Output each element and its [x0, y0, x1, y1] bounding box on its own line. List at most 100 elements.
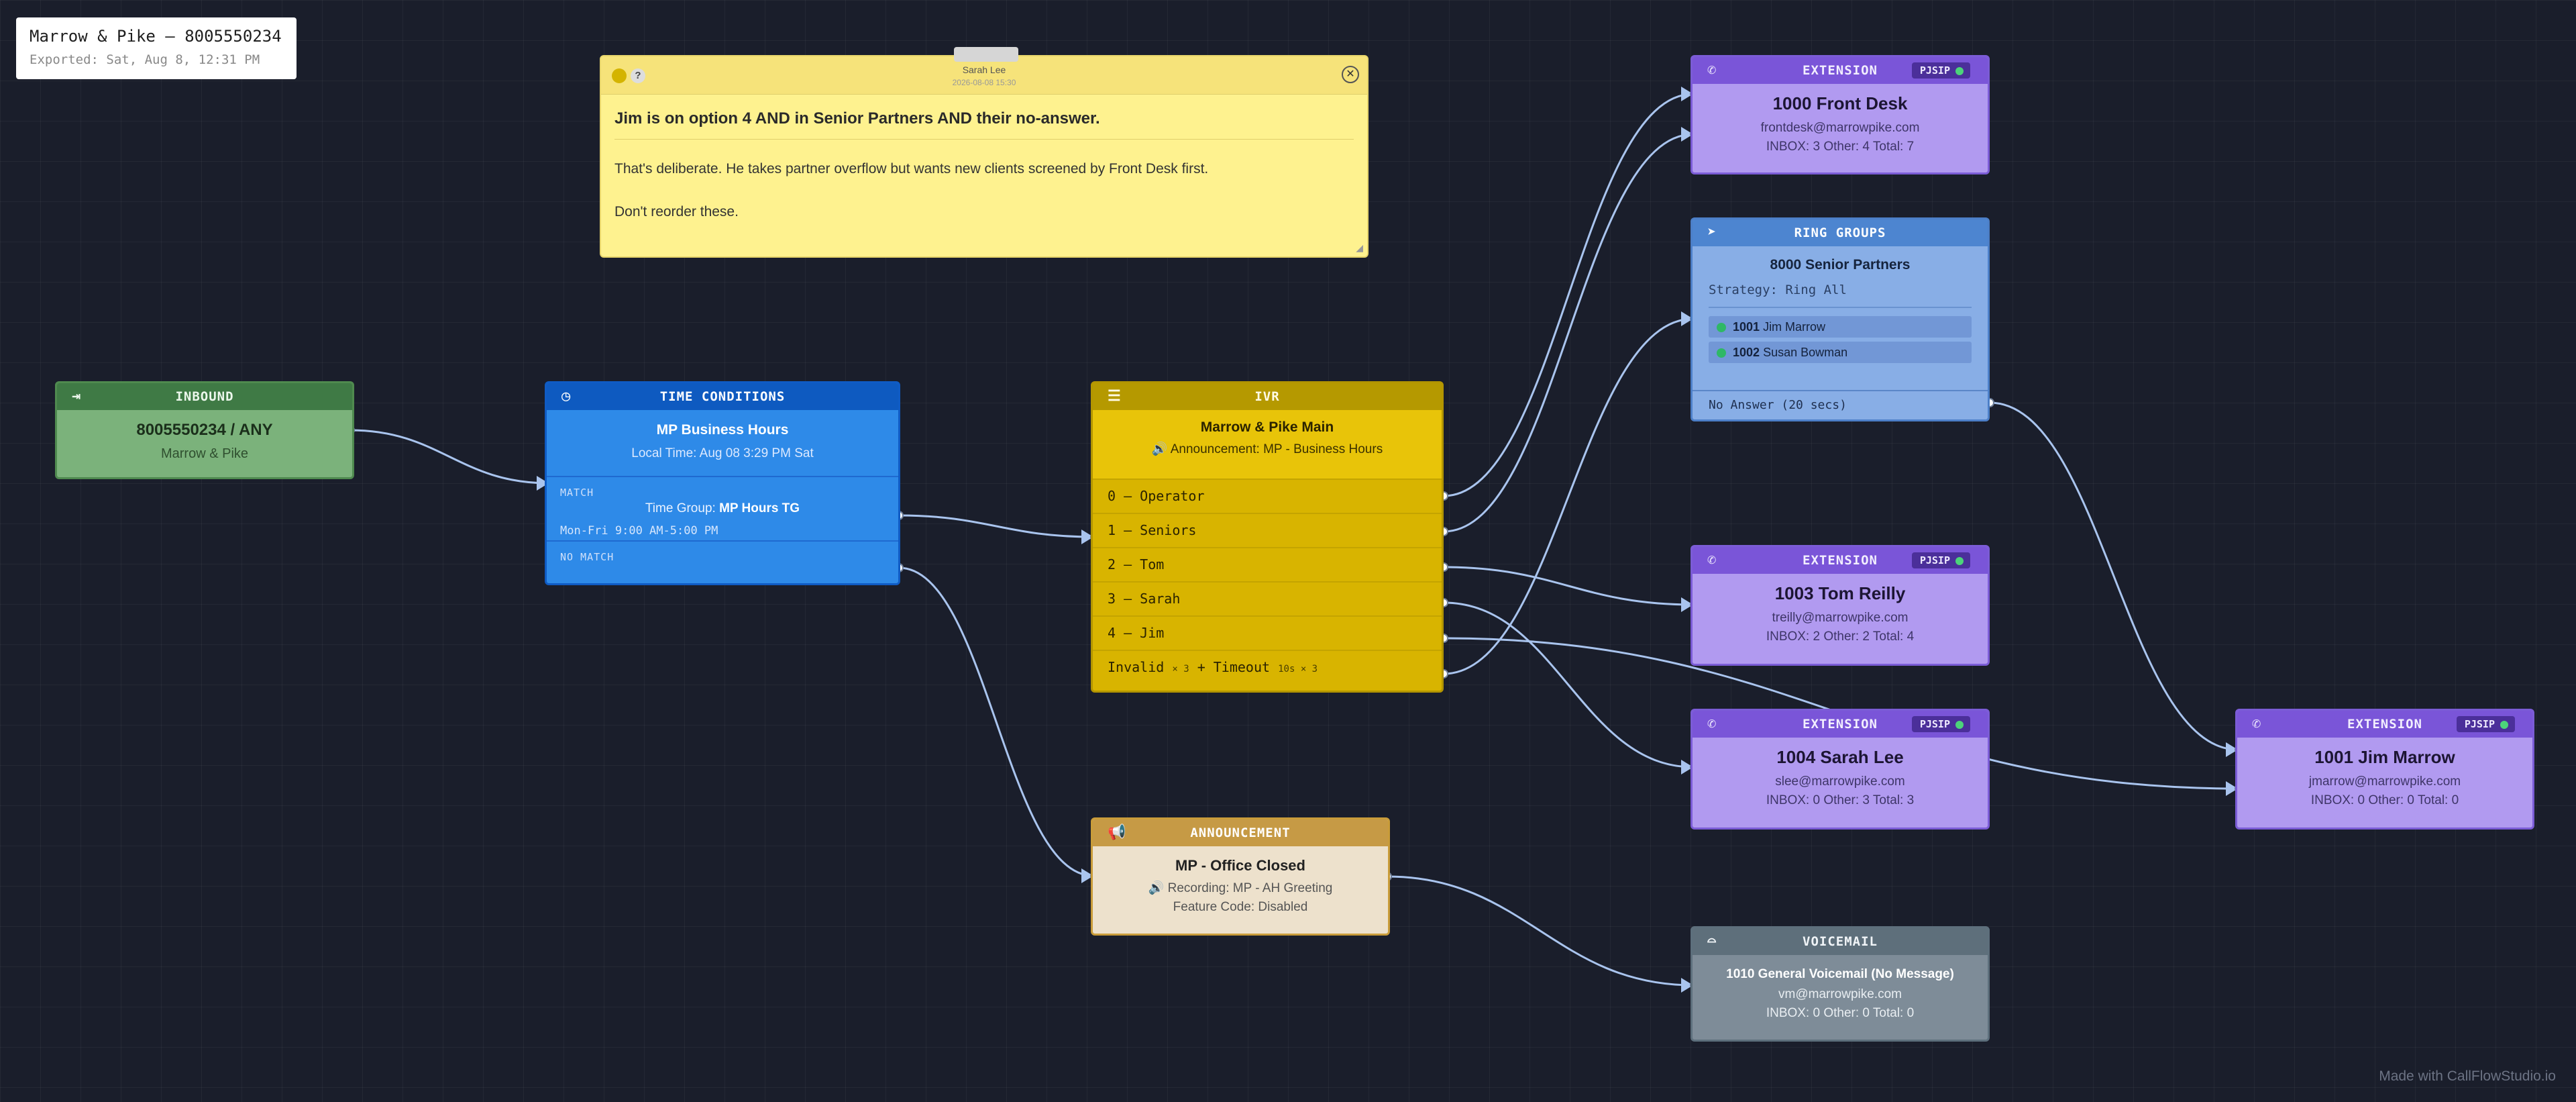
node-type-label: ANNOUNCEMENT: [1190, 825, 1291, 840]
time-group: Time Group: MP Hours TG: [645, 501, 800, 515]
ring-member: 1002 Susan Bowman: [1709, 342, 1972, 363]
no-answer-destination[interactable]: No Answer (20 secs): [1693, 390, 1988, 419]
status-dot: [1955, 556, 1964, 565]
note-date: 2026-08-08 15:30: [952, 78, 1016, 87]
node-type-label: TIME CONDITIONS: [659, 389, 786, 404]
ivr-option[interactable]: 3 — Sarah: [1093, 581, 1442, 615]
ring-group-node[interactable]: ➤ RING GROUPS 8000 Senior Partners Strat…: [1690, 217, 1990, 421]
business-hours: Mon-Fri 9:00 AM-5:00 PM: [560, 524, 718, 538]
voicemail-node[interactable]: ⌓ VOICEMAIL 1010 General Voicemail (No M…: [1690, 926, 1990, 1042]
note-heading: Jim is on option 4 AND in Senior Partner…: [614, 109, 1354, 140]
pjsip-badge: PJSIP: [1911, 716, 1970, 732]
voicemail-email: vm@marrowpike.com: [1778, 987, 1902, 1001]
sticky-note[interactable]: ? Sarah Lee 2026-08-08 15:30 ✕ Jim is on…: [600, 47, 1368, 258]
opt2-to-1003-wire: [1443, 566, 1694, 606]
announcement-node[interactable]: 📢 ANNOUNCEMENT MP - Office Closed 🔊 Reco…: [1091, 817, 1390, 936]
ivr-option[interactable]: 4 — Jim: [1093, 615, 1442, 650]
feature-code: Feature Code: Disabled: [1173, 900, 1308, 914]
match-label: MATCH: [560, 487, 594, 499]
node-type-label: EXTENSION: [2347, 717, 2422, 732]
ivr-announcement: 🔊 Announcement: MP - Business Hours: [1151, 442, 1383, 456]
inbound-to-timecond-wire: [350, 429, 549, 485]
megaphone-icon: 📢: [1108, 824, 1126, 841]
ivr-node[interactable]: ☰ IVR Marrow & Pike Main 🔊 Announcement:…: [1091, 381, 1444, 693]
made-with-credit[interactable]: Made with CallFlowStudio.io: [2379, 1068, 2556, 1084]
opt3-to-1004-wire: [1443, 601, 1694, 768]
node-header: ⇥ INBOUND: [57, 383, 352, 410]
pjsip-badge: PJSIP: [1911, 552, 1970, 568]
time-condition-name: MP Business Hours: [656, 422, 789, 438]
opt3-to-1004-arrowhead: [1681, 760, 1693, 774]
node-header: ◷ TIME CONDITIONS: [547, 383, 898, 410]
node-header: ☰ IVR: [1093, 383, 1442, 410]
opt1-to-ringgroup-arrowhead: [1681, 127, 1693, 142]
node-header: ➤ RING GROUPS: [1693, 219, 1988, 246]
node-type-label: EXTENSION: [1803, 63, 1878, 78]
mailbox-stats: INBOX: 0 Other: 0 Total: 0: [2310, 793, 2459, 807]
help-icon[interactable]: ?: [631, 68, 645, 83]
noanswer-to-1001-arrowhead: [2226, 742, 2238, 757]
phone-icon: ✆: [1707, 552, 1717, 568]
node-header: ✆ EXTENSION PJSIP: [1693, 711, 1988, 738]
opt0-to-1000-wire: [1443, 93, 1694, 497]
node-type-label: EXTENSION: [1803, 553, 1878, 568]
announcement-name: MP - Office Closed: [1175, 857, 1305, 874]
announcement-to-voicemail-arrowhead: [1681, 978, 1693, 993]
extension-node-1004[interactable]: ✆ EXTENSION PJSIP 1004 Sarah Lee slee@ma…: [1690, 709, 1990, 830]
match-to-ivr-wire: [898, 514, 1094, 538]
ivr-invalid-timeout[interactable]: Invalid × 3 + Timeout 10s × 3: [1093, 650, 1442, 684]
note-author: Sarah Lee: [962, 64, 1006, 75]
voicemail-name: 1010 General Voicemail (No Message): [1726, 967, 1954, 981]
status-dot: [1955, 66, 1964, 75]
match-section: MATCH Time Group: MP Hours TG Mon-Fri 9:…: [547, 476, 898, 540]
node-type-label: IVR: [1254, 389, 1280, 404]
ring-member: 1001 Jim Marrow: [1709, 316, 1972, 338]
extension-email: jmarrow@marrowpike.com: [2308, 774, 2461, 789]
note-header-bar[interactable]: ? Sarah Lee 2026-08-08 15:30 ✕: [601, 47, 1367, 95]
opt4-to-1001-arrowhead: [2226, 781, 2238, 796]
ivr-option[interactable]: 2 — Tom: [1093, 547, 1442, 581]
sign-in-icon: ⇥: [72, 388, 81, 405]
noanswer-to-1001-wire: [1989, 401, 2239, 751]
ivr-option[interactable]: 0 — Operator: [1093, 479, 1442, 513]
extension-node-1001[interactable]: ✆ EXTENSION PJSIP 1001 Jim Marrow jmarro…: [2235, 709, 2534, 830]
time-conditions-node[interactable]: ◷ TIME CONDITIONS MP Business Hours Loca…: [545, 381, 900, 585]
flow-title: Marrow & Pike — 8005550234: [30, 27, 282, 46]
note-drag-handle[interactable]: [954, 47, 1018, 62]
resize-grip-icon[interactable]: ◢: [1356, 242, 1363, 253]
mailbox-stats: INBOX: 0 Other: 3 Total: 3: [1766, 793, 1915, 807]
extension-name: 1001 Jim Marrow: [2314, 747, 2455, 767]
export-timestamp: Exported: Sat, Aug 8, 12:31 PM: [30, 52, 260, 67]
opt0-to-1000-arrowhead: [1681, 87, 1693, 101]
inbound-name: Marrow & Pike: [160, 446, 249, 461]
node-header: ✆ EXTENSION PJSIP: [2237, 711, 2532, 738]
node-type-label: EXTENSION: [1803, 717, 1878, 732]
status-dot: [2500, 720, 2508, 729]
opt2-to-1003-arrowhead: [1681, 597, 1693, 612]
mailbox-stats: INBOX: 0 Other: 0 Total: 0: [1766, 1006, 1915, 1020]
extension-email: slee@marrowpike.com: [1775, 774, 1905, 789]
inbound-number: 8005550234 / ANY: [136, 421, 273, 439]
invalid-to-1000-arrowhead: [1681, 311, 1693, 326]
ivr-option[interactable]: 1 — Seniors: [1093, 513, 1442, 547]
opt1-to-ringgroup-wire: [1443, 133, 1694, 533]
list-icon: ☰: [1108, 388, 1121, 405]
speaker-icon: 🔊: [1148, 881, 1165, 895]
note-color-dot[interactable]: [612, 68, 627, 83]
title-card: Marrow & Pike — 8005550234 Exported: Sat…: [16, 17, 297, 79]
send-icon: ➤: [1707, 224, 1717, 241]
nomatch-label: NO MATCH: [560, 551, 614, 563]
pjsip-badge: PJSIP: [1911, 62, 1970, 79]
close-icon[interactable]: ✕: [1342, 66, 1359, 83]
nomatch-to-announcement-arrowhead: [1081, 868, 1093, 883]
extension-node-1000[interactable]: ✆ EXTENSION PJSIP 1000 Front Desk frontd…: [1690, 55, 1990, 174]
ring-strategy: Strategy: Ring All: [1709, 283, 1972, 308]
pjsip-badge: PJSIP: [2456, 716, 2515, 732]
node-header: ⌓ VOICEMAIL: [1693, 928, 1988, 955]
extension-node-1003[interactable]: ✆ EXTENSION PJSIP 1003 Tom Reilly treill…: [1690, 545, 1990, 666]
node-type-label: INBOUND: [175, 389, 234, 404]
mailbox-stats: INBOX: 2 Other: 2 Total: 4: [1766, 630, 1915, 644]
phone-icon: ✆: [2252, 715, 2261, 732]
inbound-node[interactable]: ⇥ INBOUND 8005550234 / ANY Marrow & Pike: [55, 381, 354, 479]
node-header: ✆ EXTENSION PJSIP: [1693, 547, 1988, 574]
